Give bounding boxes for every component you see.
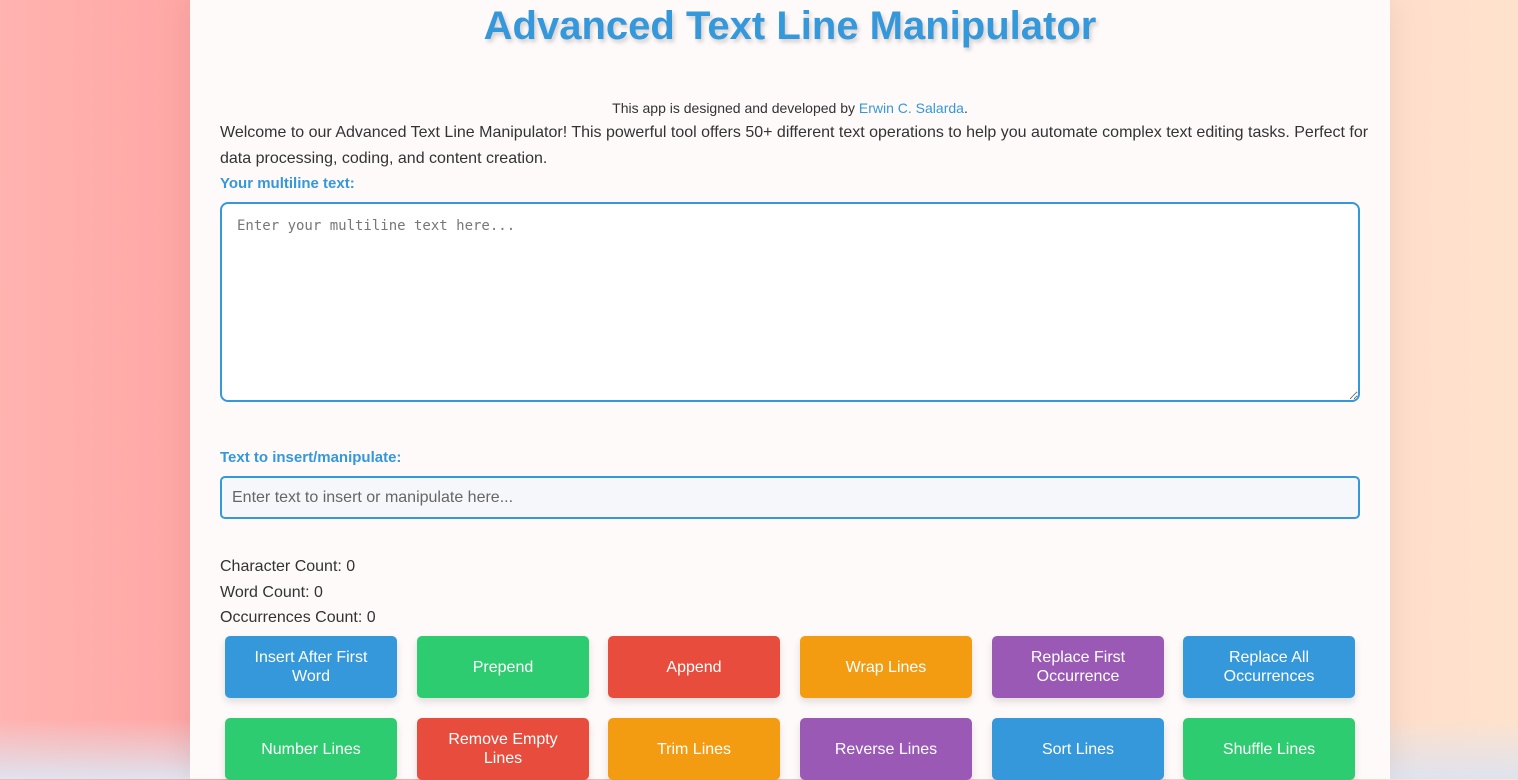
credit-prefix: This app is designed and developed by (612, 100, 859, 116)
operation-button-remove-empty-lines[interactable]: Remove Empty Lines (417, 718, 589, 780)
manipulate-input[interactable] (220, 476, 1360, 519)
operation-button-trim-lines[interactable]: Trim Lines (608, 718, 780, 780)
intro-text: Welcome to our Advanced Text Line Manipu… (220, 124, 1369, 167)
page-title: Advanced Text Line Manipulator (483, 4, 1097, 48)
operation-button-prepend[interactable]: Prepend (417, 636, 589, 698)
word-count: Word Count: 0 (220, 583, 323, 601)
operation-button-wrap-lines[interactable]: Wrap Lines (800, 636, 972, 698)
credit-suffix: . (963, 100, 968, 116)
occurrences-count: Occurrences Count: 0 (220, 609, 376, 626)
credit-line: This app is designed and developed by Er… (190, 100, 1390, 116)
operation-button-replace-all-occurrences[interactable]: Replace All Occurrences (1183, 636, 1355, 698)
operation-button-reverse-lines[interactable]: Reverse Lines (800, 718, 972, 780)
operation-button-number-lines[interactable]: Number Lines (225, 718, 397, 780)
manipulate-label: Text to insert/manipulate: (220, 449, 402, 466)
main-card: Advanced Text Line Manipulator This app … (190, 0, 1390, 780)
multiline-textarea[interactable] (220, 202, 1360, 402)
multiline-label: Your multiline text: (220, 175, 355, 192)
character-count: Character Count: 0 (220, 558, 356, 575)
operation-button-insert-after-first-word[interactable]: Insert After First Word (225, 636, 397, 698)
operation-button-replace-first-occurrence[interactable]: Replace First Occurrence (992, 636, 1164, 698)
author-link[interactable]: Erwin C. Salarda (858, 100, 964, 116)
operation-button-append[interactable]: Append (608, 636, 780, 698)
stats: Character Count: 0 Word Count: 0 Occurre… (220, 554, 376, 631)
operation-button-shuffle-lines[interactable]: Shuffle Lines (1183, 718, 1355, 780)
operation-button-sort-lines[interactable]: Sort Lines (992, 718, 1164, 780)
